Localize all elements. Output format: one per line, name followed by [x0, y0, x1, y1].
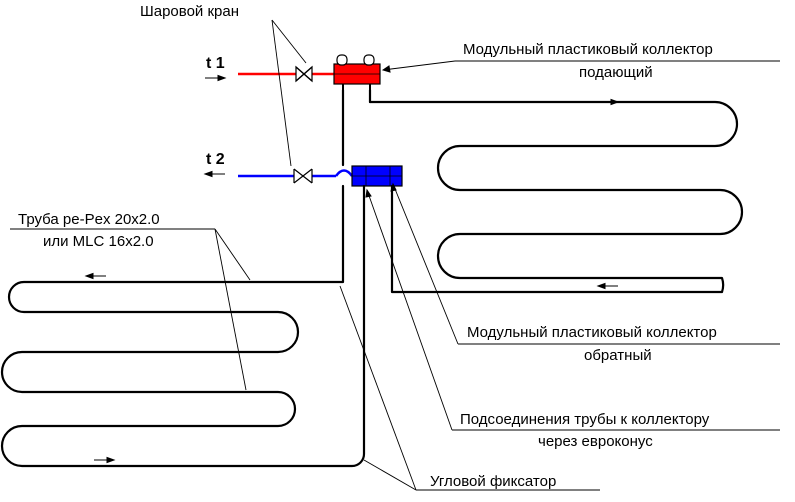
- label-t2: t 2: [206, 151, 225, 168]
- leader-connection: [365, 188, 780, 431]
- supply-ball-valve-icon: [295, 65, 313, 83]
- leader-pipe: [10, 228, 251, 391]
- flow-arrow-left-top: [84, 272, 106, 280]
- flow-arrow-t2: [203, 170, 225, 178]
- label-return-manifold-2: обратный: [584, 347, 652, 364]
- label-pipe-1: Труба pe-Pex 20x2.0: [18, 211, 160, 228]
- supply-manifold-icon: [333, 54, 381, 90]
- left-heating-loop: [0, 184, 366, 468]
- label-return-manifold-1: Модульный пластиковый коллектор: [467, 324, 717, 341]
- label-t1: t 1: [206, 55, 225, 72]
- label-connection-1: Подсоединения трубы к коллектору: [460, 411, 710, 428]
- return-pipe-bypass: [334, 169, 354, 177]
- return-ball-valve-icon: [293, 168, 313, 184]
- label-corner-fixer: Угловой фиксатор: [430, 473, 556, 490]
- flow-arrow-t1: [205, 74, 227, 82]
- leader-return-manifold: [390, 182, 780, 345]
- label-connection-2: через евроконус: [538, 433, 653, 450]
- label-ball-valve: Шаровой кран: [140, 3, 239, 20]
- leader-corner-fixer: [339, 285, 600, 491]
- right-heating-loop: [368, 100, 744, 294]
- flow-arrow-right-bottom: [596, 282, 618, 290]
- return-manifold-icon: [351, 165, 403, 187]
- label-pipe-2: или MLC 16x2.0: [43, 233, 154, 250]
- flow-arrow-right-top: [598, 98, 620, 106]
- label-supply-manifold-2: подающий: [579, 64, 653, 81]
- leader-ball-valve: [271, 19, 307, 167]
- label-supply-manifold-1: Модульный пластиковый коллектор: [463, 41, 713, 58]
- flow-arrow-left-bottom: [94, 456, 116, 464]
- leader-supply-manifold: [381, 60, 780, 73]
